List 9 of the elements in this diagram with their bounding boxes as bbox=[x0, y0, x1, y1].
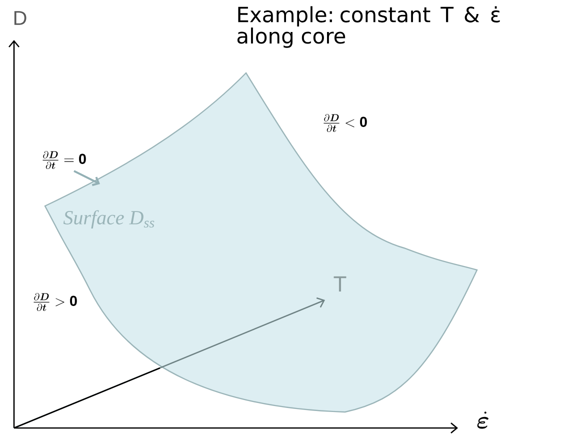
title: Example: constant T & ε̇ along core bbox=[237, 6, 500, 48]
arrow bbox=[74, 170, 100, 186]
axis-label: D bbox=[14, 11, 26, 25]
formula: $\frac{\partial \bm{D}}{\partial \bm{t}} < \mathbf{0}$ bbox=[324, 114, 367, 132]
formula: $\frac{\partial \bm{D}}{\partial \bm{t}} > \mathbf{0}$ bbox=[34, 292, 77, 311]
formula: $\frac{\partial \bm{D}}{\partial \bm{t}} = \mathbf{0}$ bbox=[42, 150, 86, 169]
axis-label: $\dot{\bm{\varepsilon}}$ bbox=[477, 412, 488, 429]
surface-label: Surface D$_{ss}$ bbox=[63, 210, 154, 229]
axis-label: T bbox=[334, 276, 346, 292]
